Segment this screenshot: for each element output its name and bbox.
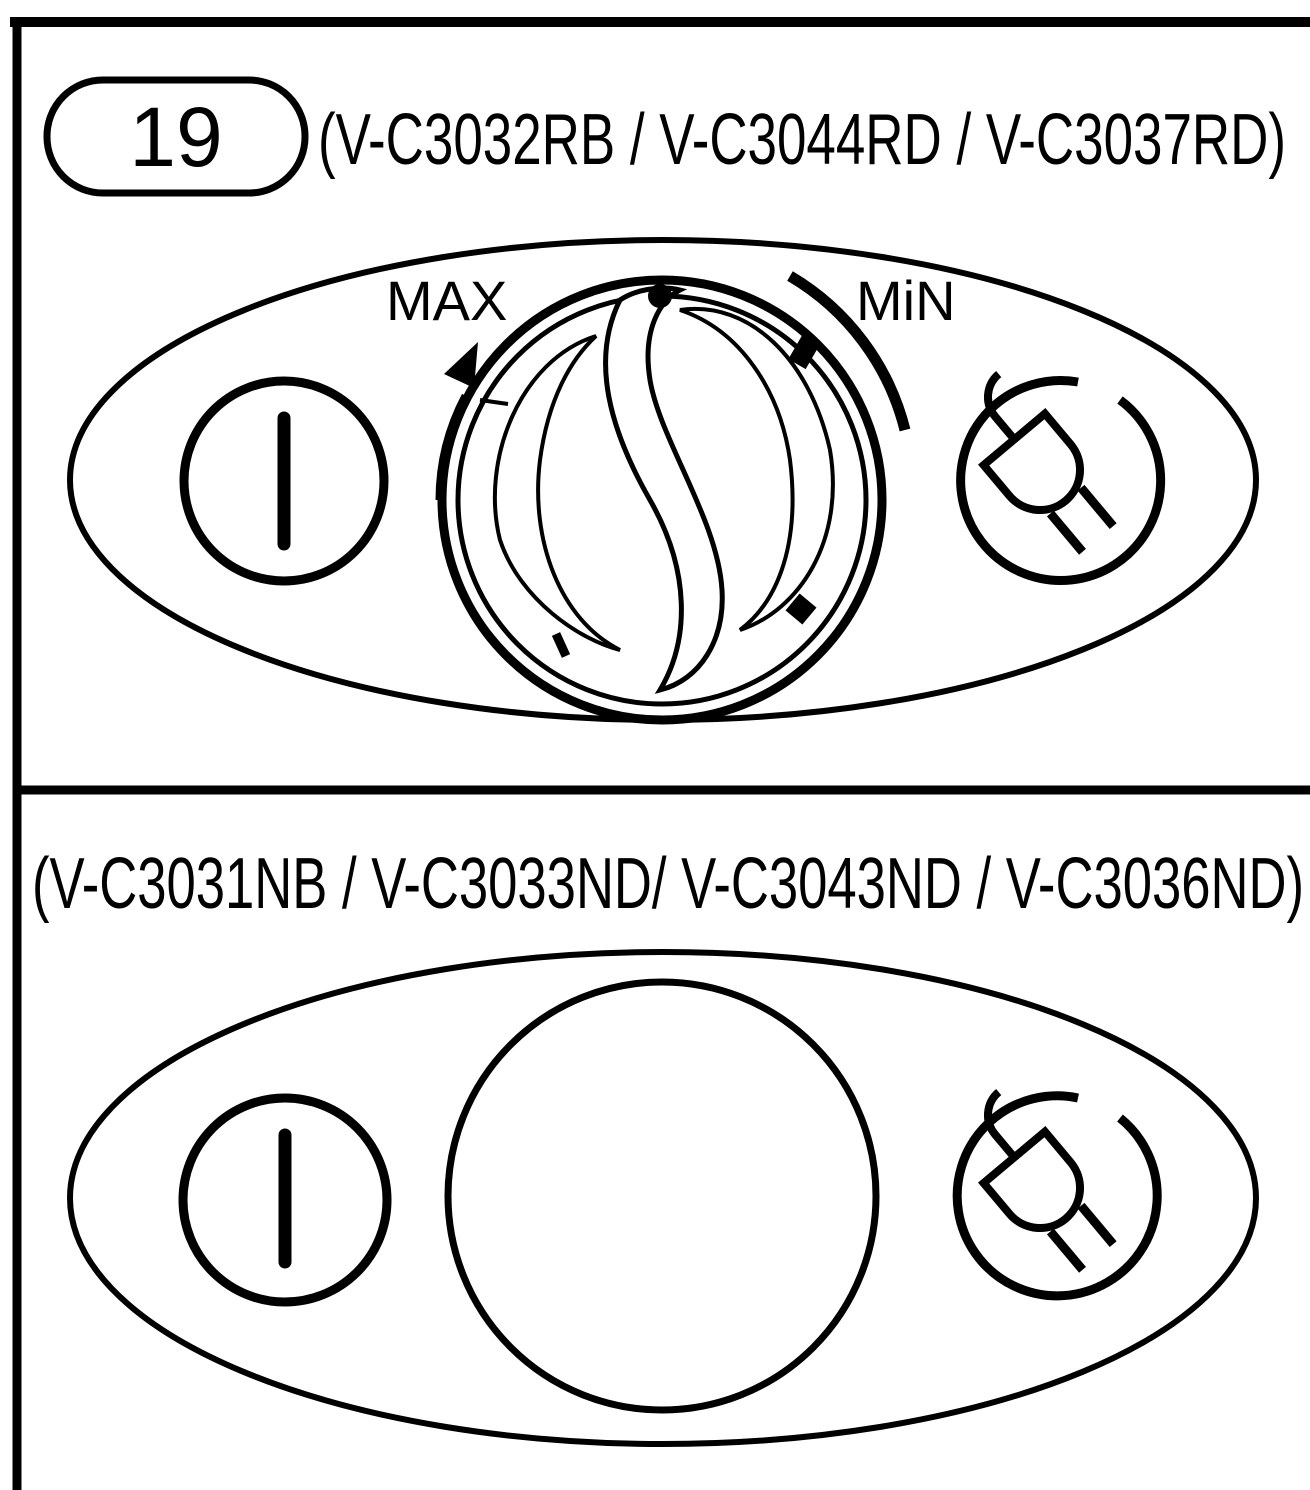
top-model-list: (V-C3032RB / V-C3044RD / V-C3037RD) <box>318 100 1286 180</box>
bottom-panel: (V-C3031NB / V-C3033ND/ V-C3043ND / V-C3… <box>32 844 1304 1447</box>
step-number: 19 <box>129 90 222 184</box>
figure-frame <box>10 17 1310 1490</box>
cord-rewind-plug-icon <box>956 371 1166 585</box>
min-label: MiN <box>856 269 956 332</box>
control-panel-outline <box>67 949 1259 1447</box>
blank-button-icon <box>444 978 880 1414</box>
max-label: MAX <box>386 269 507 332</box>
bottom-model-list: (V-C3031NB / V-C3033ND/ V-C3043ND / V-C3… <box>32 844 1304 924</box>
cord-rewind-plug-icon <box>952 1089 1162 1301</box>
step-badge: 19 <box>43 76 309 197</box>
power-switch-icon <box>178 1093 392 1307</box>
power-dial-icon <box>435 271 911 725</box>
power-switch-icon <box>179 376 389 586</box>
top-panel: 19 (V-C3032RB / V-C3044RD / V-C3037RD) <box>43 76 1286 725</box>
